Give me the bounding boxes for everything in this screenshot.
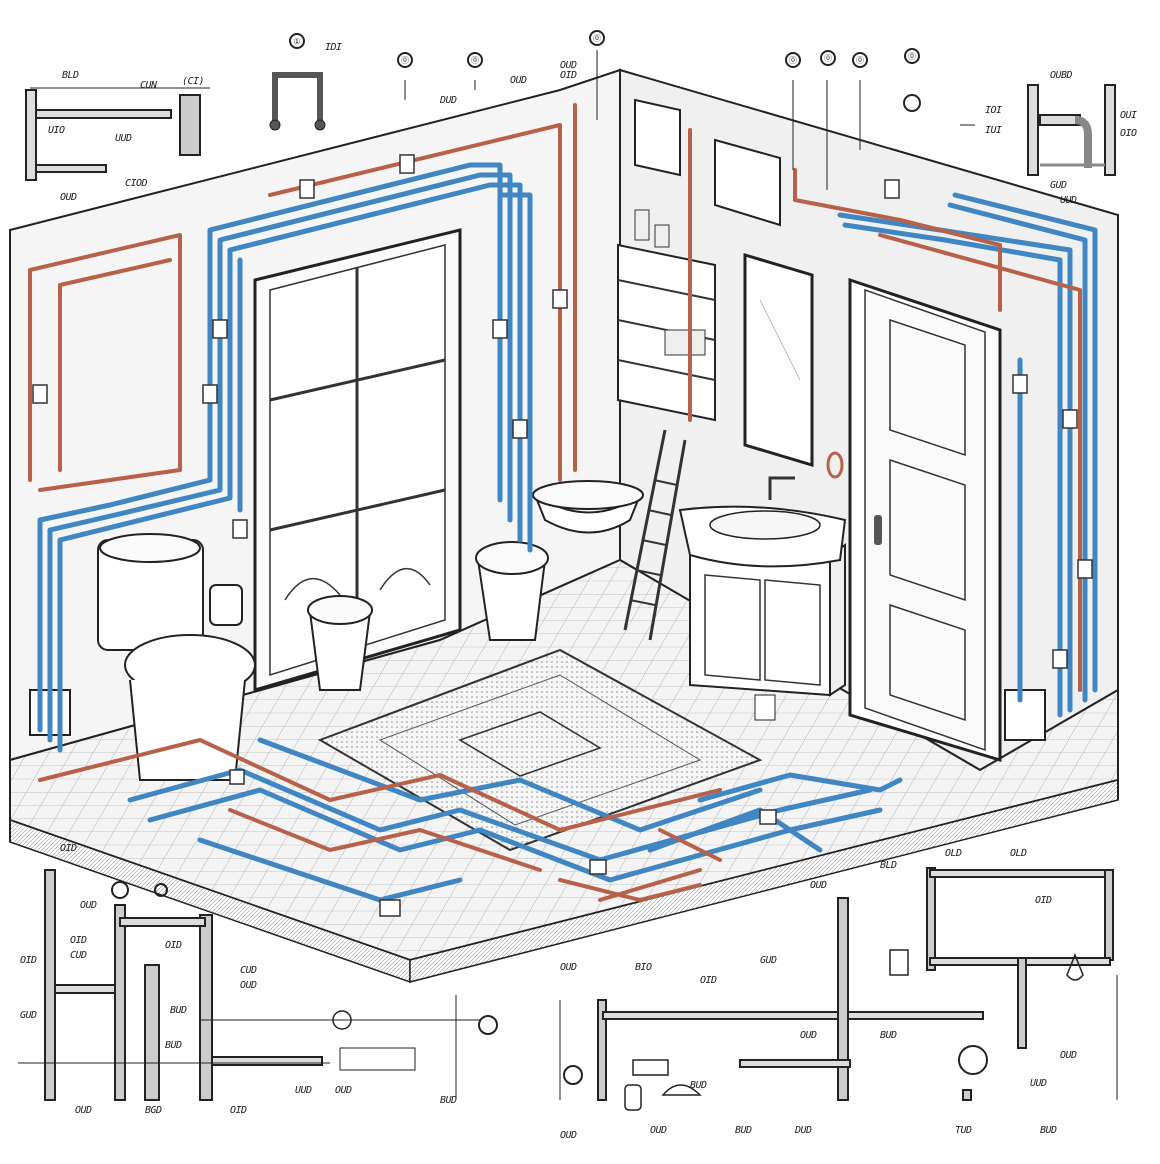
window bbox=[253, 228, 462, 693]
inset-label: UIO bbox=[48, 125, 65, 136]
callout-marker: ⓪ bbox=[397, 52, 413, 68]
inset-label: BLD bbox=[62, 70, 79, 81]
inset-label: IOI bbox=[985, 105, 1002, 116]
inset-label: OID bbox=[700, 975, 717, 986]
inset-label: OUBD bbox=[1050, 70, 1073, 81]
inset-label: OLD bbox=[1010, 848, 1027, 859]
inset-label: OIO bbox=[1120, 128, 1137, 139]
inset-label: OUD bbox=[560, 1130, 577, 1141]
vanity-sink bbox=[678, 476, 847, 721]
inset-label: GUD bbox=[20, 1010, 37, 1021]
inset-label: CIOD bbox=[125, 178, 148, 189]
detail-inset-bottom-right bbox=[559, 867, 1118, 1111]
callout-marker: ⓪ bbox=[820, 50, 836, 66]
inset-label: OID bbox=[1035, 895, 1052, 906]
door bbox=[848, 277, 1002, 763]
inset-label: CUD bbox=[240, 965, 257, 976]
callout-marker: ① bbox=[289, 33, 305, 49]
inset-label: UUD bbox=[1060, 195, 1077, 206]
detail-inset-top-right bbox=[1027, 84, 1116, 176]
callout-marker: ⓪ bbox=[852, 52, 868, 68]
callout-marker: ⓪ bbox=[785, 52, 801, 68]
inset-label: OUD bbox=[1060, 1050, 1077, 1061]
bidet bbox=[307, 541, 549, 691]
inset-label: BUD bbox=[690, 1080, 707, 1091]
inset-label: OUD bbox=[80, 900, 97, 911]
inset-label: OUD bbox=[560, 962, 577, 973]
inset-label: OID bbox=[165, 940, 182, 951]
inset-label: OID bbox=[230, 1105, 247, 1116]
inset-label: BUD bbox=[735, 1125, 752, 1136]
inset-label: UUD bbox=[1030, 1078, 1047, 1089]
inset-label: IUI bbox=[985, 125, 1002, 136]
toilet bbox=[97, 533, 256, 781]
inset-label: OUD bbox=[510, 75, 527, 86]
inset-label: OUD bbox=[60, 192, 77, 203]
hot-water-pipes bbox=[28, 103, 1082, 902]
inset-label: CUN bbox=[140, 80, 157, 91]
wall-box-right bbox=[1004, 689, 1046, 741]
detail-inset-top-center bbox=[269, 50, 975, 190]
inset-label: OID bbox=[60, 843, 77, 854]
mirror bbox=[743, 252, 814, 468]
inset-label: BUD bbox=[170, 1005, 187, 1016]
cold-water-pipes bbox=[37, 162, 1098, 903]
inset-label: CUD bbox=[70, 950, 87, 961]
callout-marker: ⓪ bbox=[467, 52, 483, 68]
inset-label: OUD bbox=[800, 1030, 817, 1041]
inset-label: UUD bbox=[115, 133, 132, 144]
inset-label: OUD bbox=[650, 1125, 667, 1136]
ladder bbox=[623, 429, 687, 641]
inset-label: BUD bbox=[440, 1095, 457, 1106]
inset-label: UUD bbox=[295, 1085, 312, 1096]
inset-label: OUD bbox=[240, 980, 257, 991]
inset-label: GUD bbox=[760, 955, 777, 966]
inset-label: BUD bbox=[165, 1040, 182, 1051]
inset-label: OID bbox=[70, 935, 87, 946]
detail-inset-top-left bbox=[25, 87, 210, 181]
inset-label: GUD bbox=[1050, 180, 1067, 191]
inset-label: DUD bbox=[440, 95, 457, 106]
inset-label: OUD bbox=[335, 1085, 352, 1096]
pipe-fittings bbox=[32, 154, 1093, 917]
inset-label: BIO bbox=[635, 962, 652, 973]
inset-label: OUD bbox=[560, 60, 577, 71]
inset-label: DUD bbox=[795, 1125, 812, 1136]
toilet-paper-holder bbox=[209, 584, 243, 626]
inset-label: BGD bbox=[145, 1105, 162, 1116]
inset-label: OUI bbox=[1120, 110, 1137, 121]
inset-label: (CI) bbox=[182, 76, 205, 87]
inset-label: OID bbox=[20, 955, 37, 966]
callout-marker: ⓪ bbox=[589, 30, 605, 46]
callout-marker: ⓪ bbox=[904, 48, 920, 64]
wall-sink bbox=[532, 480, 644, 534]
wall-frames bbox=[634, 98, 781, 227]
inset-label: OUD bbox=[810, 880, 827, 891]
towel-ring bbox=[826, 451, 844, 479]
inset-label: TUD bbox=[955, 1125, 972, 1136]
detail-inset-bottom-left bbox=[18, 869, 498, 1101]
inset-label: BUD bbox=[880, 1030, 897, 1041]
inset-label: OUD bbox=[75, 1105, 92, 1116]
inset-label: BUD bbox=[1040, 1125, 1057, 1136]
inset-label: OLD bbox=[945, 848, 962, 859]
inset-label: BLD bbox=[880, 860, 897, 871]
inset-label: OID bbox=[560, 70, 577, 81]
inset-label: IDI bbox=[325, 42, 342, 53]
